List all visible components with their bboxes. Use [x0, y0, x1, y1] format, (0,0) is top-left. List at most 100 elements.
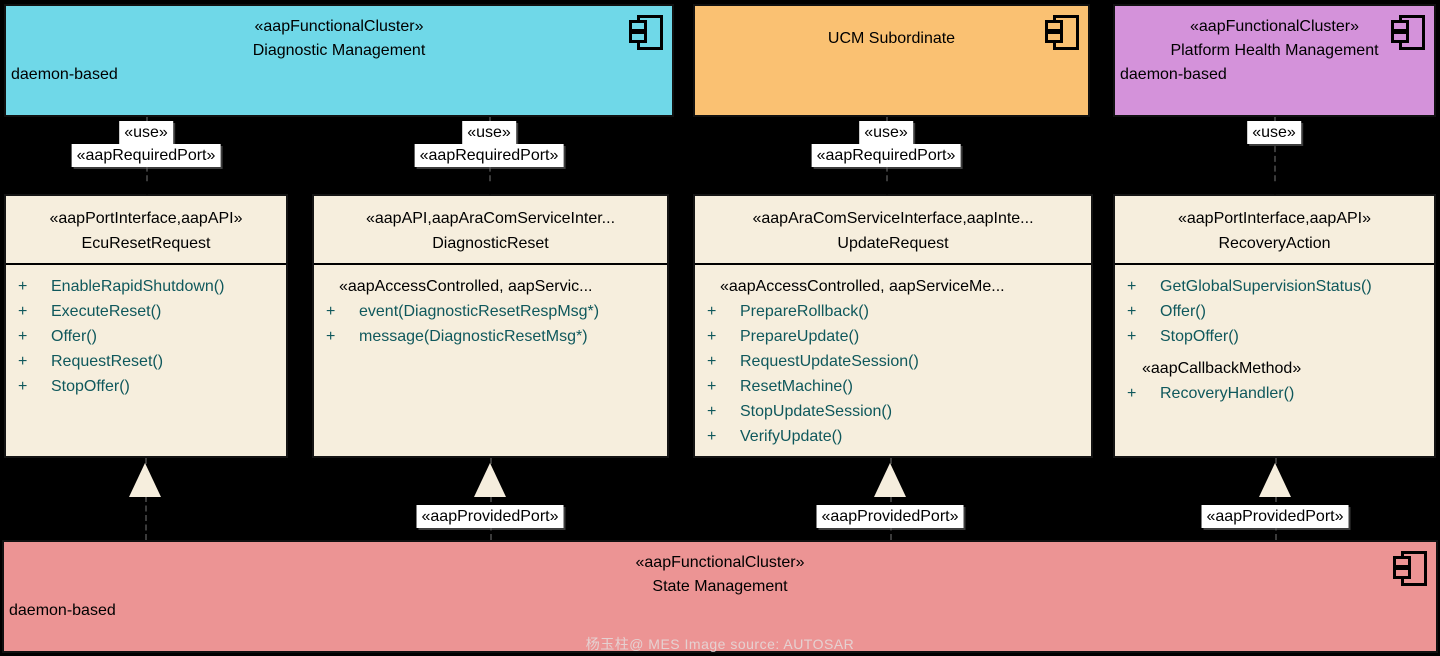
use-label: «use»: [859, 121, 913, 144]
method-item: +Offer(): [1115, 299, 1434, 324]
method-item: +PrepareRollback(): [695, 299, 1091, 324]
interface-stereotype: «aapPortInterface,aapAPI»: [49, 210, 243, 227]
arrowhead-down-icon: [1268, 184, 1282, 195]
use-label: «use»: [119, 121, 173, 144]
use-label: «use»: [1247, 121, 1301, 144]
component-icon-tab: [1393, 567, 1411, 579]
visibility-plus: +: [18, 328, 28, 345]
realization-triangle-icon: [129, 463, 161, 497]
method-item: +RequestUpdateSession(): [695, 349, 1091, 374]
component-icon: [1391, 15, 1425, 50]
realization-triangle-icon: [474, 463, 506, 497]
visibility-plus: +: [707, 403, 717, 420]
method-item: +PrepareUpdate(): [695, 324, 1091, 349]
component-icon-tab: [629, 20, 647, 32]
visibility-plus: +: [1127, 303, 1137, 320]
cluster-note: daemon-based: [1120, 66, 1227, 83]
visibility-plus: +: [707, 378, 717, 395]
method-item: +StopUpdateSession(): [695, 399, 1091, 424]
visibility-plus: +: [18, 353, 28, 370]
cluster-name: Platform Health Management: [1170, 42, 1379, 59]
visibility-plus: +: [1127, 278, 1137, 295]
cluster-stereotype: «aapFunctionalCluster»: [254, 18, 424, 35]
component-icon-tab: [1045, 20, 1063, 32]
required-port-label: «aapRequiredPort»: [71, 144, 221, 167]
component-icon-tab: [1045, 31, 1063, 43]
interface-stereotype: «aapPortInterface,aapAPI»: [1177, 210, 1372, 227]
interface-body: +GetGlobalSupervisionStatus() +Offer() +…: [1115, 265, 1434, 406]
cluster-note: daemon-based: [11, 66, 118, 83]
component-icon: [1393, 551, 1427, 586]
callback-stereotype: «aapCallbackMethod»: [1142, 360, 1302, 377]
interface-stereotype: «aapAPI,aapAraComServiceInter...: [365, 210, 616, 227]
interface-stereotype: «aapAraComServiceInterface,aapInte...: [752, 210, 1034, 227]
interface-updaterequest: «aapAraComServiceInterface,aapInte... Up…: [693, 194, 1093, 458]
arrowhead-down-icon: [483, 184, 497, 195]
interface-name: RecoveryAction: [1218, 235, 1331, 252]
component-icon-tab: [629, 31, 647, 43]
method-item: +Offer(): [6, 324, 286, 349]
cluster-ucm-subordinate: UCM Subordinate: [693, 4, 1090, 117]
method-item: +StopOffer(): [1115, 324, 1434, 349]
provided-port-label: «aapProvidedPort»: [816, 505, 964, 528]
visibility-plus: +: [326, 303, 336, 320]
method-item: +message(DiagnosticResetMsg*): [314, 324, 667, 349]
interface-body: «aapAccessControlled, aapServic... +even…: [314, 265, 667, 349]
interface-ecuresetrequest: «aapPortInterface,aapAPI» EcuResetReques…: [4, 194, 288, 458]
method-item: +ResetMachine(): [695, 374, 1091, 399]
method-item: +RequestReset(): [6, 349, 286, 374]
method-group-stereotype: «aapAccessControlled, aapServic...: [339, 278, 593, 295]
cluster-note: daemon-based: [9, 602, 116, 619]
component-icon-tab: [1391, 31, 1409, 43]
visibility-plus: +: [326, 328, 336, 345]
interface-diagnosticreset: «aapAPI,aapAraComServiceInter... Diagnos…: [312, 194, 669, 458]
method-item: +GetGlobalSupervisionStatus(): [1115, 274, 1434, 299]
method-item: +event(DiagnosticResetRespMsg*): [314, 299, 667, 324]
realization-triangle-icon: [874, 463, 906, 497]
arrowhead-down-icon: [140, 184, 154, 195]
dependency-line: [1274, 117, 1276, 191]
component-icon: [1045, 15, 1079, 50]
cluster-name: UCM Subordinate: [827, 30, 956, 47]
method-group-stereotype: «aapAccessControlled, aapServiceMe...: [720, 278, 1005, 295]
method-item: +VerifyUpdate(): [695, 424, 1091, 449]
interface-body: «aapAccessControlled, aapServiceMe... +P…: [695, 265, 1091, 449]
interface-header: «aapPortInterface,aapAPI» EcuResetReques…: [6, 196, 286, 265]
visibility-plus: +: [1127, 328, 1137, 345]
interface-body: +EnableRapidShutdown() +ExecuteReset() +…: [6, 265, 286, 399]
watermark-text: 杨玉柱@ MES Image source: AUTOSAR: [585, 636, 855, 652]
realization-line: [490, 458, 492, 540]
interface-header: «aapAraComServiceInterface,aapInte... Up…: [695, 196, 1091, 265]
interface-name: DiagnosticReset: [432, 235, 549, 252]
interface-recoveryaction: «aapPortInterface,aapAPI» RecoveryAction…: [1113, 194, 1436, 458]
provided-port-label: «aapProvidedPort»: [416, 505, 564, 528]
use-label: «use»: [462, 121, 516, 144]
visibility-plus: +: [18, 303, 28, 320]
method-item: +StopOffer(): [6, 374, 286, 399]
provided-port-label: «aapProvidedPort»: [1201, 505, 1349, 528]
arrowhead-down-icon: [880, 184, 894, 195]
realization-triangle-icon: [1259, 463, 1291, 497]
interface-name: UpdateRequest: [837, 235, 949, 252]
component-icon-tab: [1393, 556, 1411, 568]
cluster-platform-health-management: «aapFunctionalCluster» Platform Health M…: [1113, 4, 1436, 117]
required-port-label: «aapRequiredPort»: [414, 144, 564, 167]
component-icon-tab: [1391, 20, 1409, 32]
interface-header: «aapPortInterface,aapAPI» RecoveryAction: [1115, 196, 1434, 265]
cluster-stereotype: «aapFunctionalCluster»: [1190, 18, 1359, 35]
visibility-plus: +: [18, 378, 28, 395]
component-icon: [629, 15, 663, 50]
cluster-diagnostic-management: «aapFunctionalCluster» Diagnostic Manage…: [4, 4, 674, 117]
interface-header: «aapAPI,aapAraComServiceInter... Diagnos…: [314, 196, 667, 265]
cluster-stereotype: «aapFunctionalCluster»: [635, 554, 805, 571]
method-item: +EnableRapidShutdown(): [6, 274, 286, 299]
visibility-plus: +: [1127, 385, 1137, 402]
cluster-name: State Management: [652, 578, 788, 595]
visibility-plus: +: [18, 278, 28, 295]
realization-line: [1275, 458, 1277, 540]
cluster-state-management: «aapFunctionalCluster» State Management …: [2, 540, 1438, 653]
visibility-plus: +: [707, 353, 717, 370]
visibility-plus: +: [707, 328, 717, 345]
realization-line: [890, 458, 892, 540]
realization-line: [145, 458, 147, 540]
